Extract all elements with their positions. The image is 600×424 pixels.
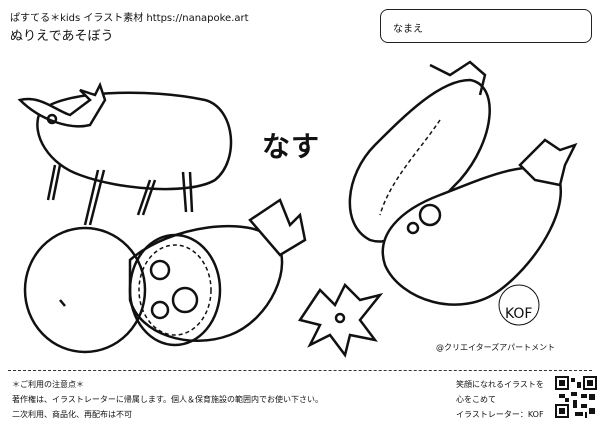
dashed-divider bbox=[8, 370, 592, 371]
eggplant-flower bbox=[297, 282, 384, 358]
note-restriction: 二次利用、商品化、再配布は不可 bbox=[12, 410, 132, 419]
notes-title: ＊ご利用の注意点＊ bbox=[12, 380, 84, 389]
slice-mark bbox=[59, 299, 66, 307]
signature-logo: KOF bbox=[505, 306, 533, 322]
subject-heading: なす bbox=[262, 130, 321, 163]
name-label: なまえ bbox=[393, 24, 423, 35]
eggplant-horse bbox=[17, 81, 233, 226]
eggplant-pair bbox=[348, 60, 578, 306]
flower-center bbox=[334, 312, 346, 324]
cut-eggplant bbox=[128, 198, 307, 347]
note-copyright: 著作権は、イラストレーターに帰属します。個人＆保育施設の範囲内でお使い下さい。 bbox=[12, 395, 324, 404]
message-line-2: 心をこめて bbox=[456, 395, 496, 404]
site-header: ぱすてる＊kids イラスト素材 https://nanapoke.art bbox=[10, 13, 249, 24]
page-title: ぬりえであそぼう bbox=[10, 29, 114, 44]
illustrator-credit: イラストレーター：KOF bbox=[456, 410, 544, 419]
qr-code[interactable] bbox=[555, 375, 597, 419]
eggplant-slice bbox=[23, 226, 147, 354]
credit-text: @クリエイターズアパートメント bbox=[436, 343, 556, 352]
message-line-1: 笑顔になれるイラストを bbox=[456, 380, 544, 389]
signature-circle bbox=[498, 284, 540, 326]
name-field[interactable]: なまえ bbox=[380, 9, 592, 43]
